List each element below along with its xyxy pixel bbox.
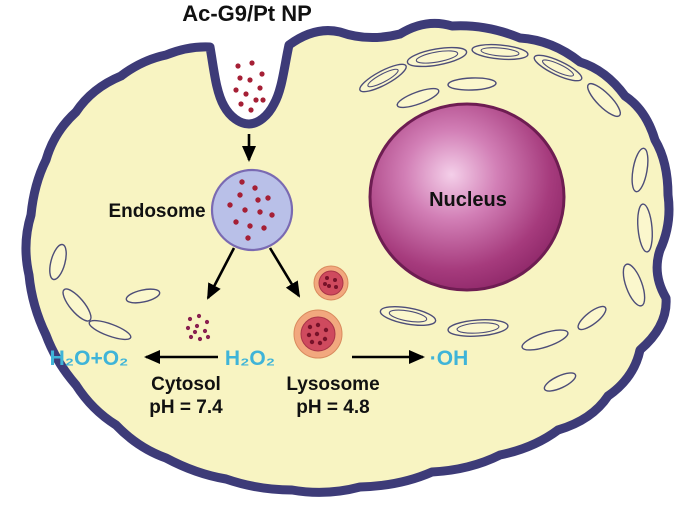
organelle [406,46,468,68]
endosome-label: Endosome [108,201,205,222]
organelle [622,263,646,307]
organelle [62,288,92,322]
cytosol-label: Cytosol [151,374,221,395]
figure-title: Ac-G9/Pt NP [182,1,312,26]
arrow-endosome-to-lysosome [268,247,301,298]
lysosome-small [313,265,349,301]
organelle [586,82,622,118]
nucleus [368,102,566,292]
nanoparticle-cluster-pit [233,60,266,113]
reaction-center-species: H₂O₂ [225,347,275,370]
nanoparticle-cluster-endosome [227,179,275,241]
nanoparticle-cluster-cytosol [185,313,211,342]
reaction-left-product: H₂O+O₂ [50,347,129,370]
organelle [577,305,607,331]
arrow-endosome-to-cytosol [206,247,236,300]
organelles [49,43,653,392]
lysosome-label: Lysosome [286,374,379,395]
organelle [447,77,497,91]
nucleus-label: Nucleus [429,189,507,211]
cell-membrane [21,18,674,497]
lysosome-ph-value: pH = 4.8 [296,397,369,418]
organelle [359,63,407,93]
organelle [379,306,437,326]
lysosome-large [293,309,343,359]
organelle [543,372,577,392]
endosome [210,168,294,252]
reaction-right-product: ·OH [430,347,469,370]
organelle [396,87,440,109]
organelle [631,147,649,193]
organelle [533,54,583,82]
organelle [88,319,132,341]
cytosol-ph-value: pH = 7.4 [149,397,223,418]
organelle [637,203,653,253]
organelle [125,288,161,304]
organelle [521,329,569,351]
organelle [49,243,67,281]
